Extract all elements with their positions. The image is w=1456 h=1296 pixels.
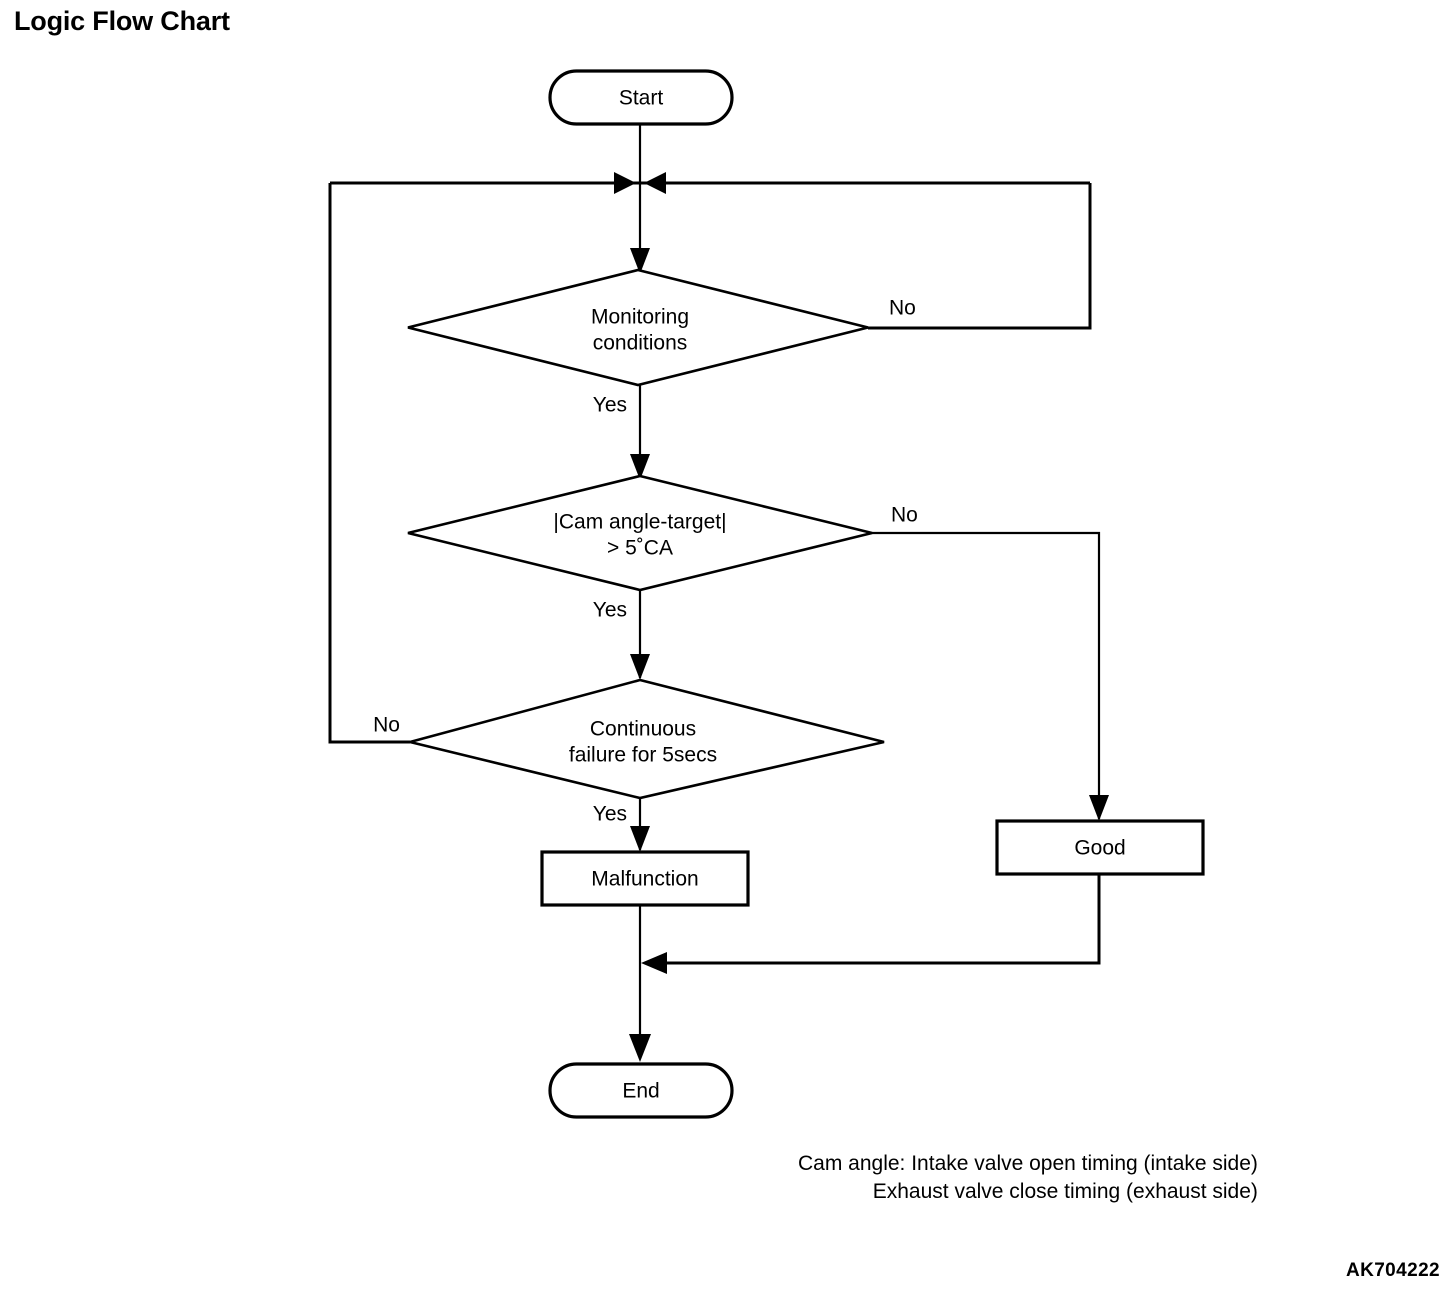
merge-bar-right-arrow-icon (644, 172, 666, 194)
arrow-into-end-icon (629, 1034, 651, 1062)
edge-label-monitoring-no: No (889, 297, 916, 320)
node-cam-angle-label-line1: |Cam angle-target| (553, 511, 726, 534)
arrow-into-cam-angle-icon (630, 454, 650, 480)
footnote: Cam angle: Intake valve open timing (int… (798, 1150, 1258, 1205)
node-cam-angle-label-line2: > 5˚CA (607, 537, 673, 560)
arrow-into-monitoring-icon (630, 248, 650, 274)
node-continuous-failure[interactable]: Continuous failure for 5secs (409, 678, 885, 800)
edge-label-continuous-yes: Yes (593, 803, 627, 826)
node-continuous-label-line1: Continuous (590, 718, 696, 741)
edge-label-continuous-no: No (373, 714, 400, 737)
footnote-line-1: Cam angle: Intake valve open timing (int… (798, 1152, 1258, 1175)
node-monitoring-conditions[interactable]: Monitoring conditions (407, 268, 869, 387)
node-end-label: End (622, 1080, 659, 1103)
node-start[interactable]: Start (548, 69, 734, 126)
node-good[interactable]: Good (995, 819, 1205, 876)
node-monitoring-label-line1: Monitoring (591, 306, 689, 329)
node-malfunction[interactable]: Malfunction (540, 850, 750, 907)
node-cam-angle-check[interactable]: |Cam angle-target| > 5˚CA (407, 474, 873, 592)
plate-code: AK704222 (1345, 1260, 1440, 1281)
node-continuous-label-line2: failure for 5secs (569, 744, 717, 767)
node-malfunction-label: Malfunction (591, 868, 698, 891)
page-title: Logic Flow Chart (14, 6, 230, 36)
node-start-label: Start (619, 87, 664, 110)
good-join-arrow-icon (641, 952, 667, 974)
edge-monitoring-no-loop (868, 183, 1092, 330)
node-end[interactable]: End (548, 1062, 734, 1119)
edge-continuous-no-loop (328, 183, 410, 744)
arrow-into-malfunction-icon (630, 826, 650, 852)
arrow-into-good-icon (1089, 795, 1109, 821)
edge-label-cam-angle-yes: Yes (593, 599, 627, 622)
edge-label-cam-angle-no: No (891, 504, 918, 527)
edge-label-monitoring-yes: Yes (593, 394, 627, 417)
edge-good-to-end-join (645, 874, 1101, 965)
node-good-label: Good (1074, 837, 1125, 860)
arrow-into-continuous-icon (630, 654, 650, 680)
merge-bar-left-arrow-icon (614, 172, 636, 194)
footnote-line-2: Exhaust valve close timing (exhaust side… (872, 1179, 1258, 1203)
node-monitoring-label-line2: conditions (593, 332, 688, 355)
edge-cam-angle-no (872, 531, 1101, 819)
